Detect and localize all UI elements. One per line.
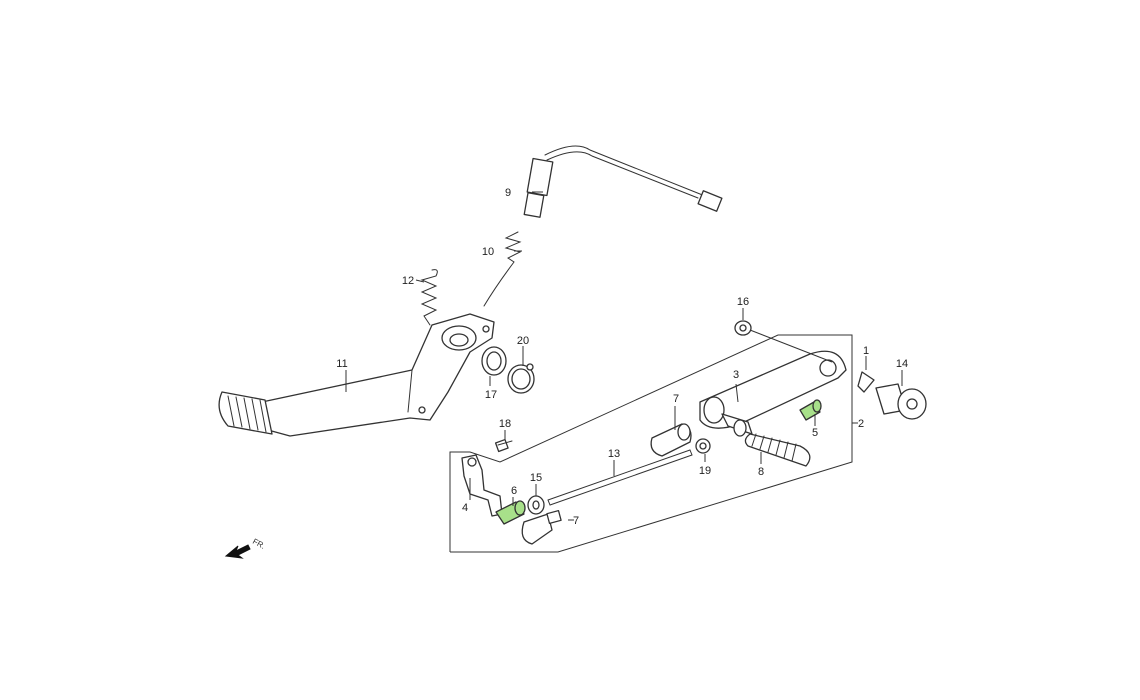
assembly-outline (449, 334, 853, 553)
collar-5[interactable] (799, 399, 822, 421)
callout-3: 3 (733, 369, 739, 381)
callout-9: 9 (505, 187, 511, 199)
washer-17[interactable] (481, 346, 507, 376)
callout-12: 12 (402, 275, 414, 287)
callout-16: 16 (737, 296, 749, 308)
callouts: 1 2 3 4 5 6 7 7 8 9 10 11 12 13 14 15 16… (336, 187, 908, 527)
callout-7b: 7 (573, 515, 579, 527)
callout-14: 14 (896, 358, 908, 370)
callout-18: 18 (499, 418, 511, 430)
shift-rubber[interactable] (744, 433, 811, 467)
front-arrow-icon (224, 544, 251, 559)
shift-pedal[interactable] (699, 350, 847, 437)
callout-4: 4 (462, 502, 468, 514)
collar-6[interactable] (495, 500, 526, 525)
nut-19[interactable] (695, 438, 711, 454)
callout-10: 10 (482, 246, 494, 258)
brake-pedal[interactable] (261, 313, 495, 437)
front-direction-indicator: FR. (224, 537, 267, 559)
callout-13: 13 (608, 448, 620, 460)
washer-16[interactable] (734, 320, 752, 336)
callout-1: 1 (863, 345, 869, 357)
nut-15[interactable] (527, 495, 545, 515)
callout-20: 20 (517, 335, 529, 347)
clip-20[interactable] (507, 363, 535, 394)
callout-19: 19 (699, 465, 711, 477)
callout-7a: 7 (673, 393, 679, 405)
callout-5: 5 (812, 427, 818, 439)
bolt-14[interactable] (875, 383, 927, 420)
rod-end-lower[interactable] (521, 509, 562, 545)
rod-end-upper[interactable] (650, 423, 692, 457)
callout-11: 11 (336, 358, 347, 370)
callout-17: 17 (485, 389, 497, 401)
clip-1[interactable] (857, 371, 875, 393)
front-label: FR. (251, 537, 267, 551)
switch-spring[interactable] (483, 231, 522, 307)
leader-lines (345, 191, 903, 521)
bolt-18[interactable] (494, 438, 513, 453)
callout-2: 2 (858, 418, 864, 430)
tie-rod[interactable] (547, 449, 693, 506)
brake-switch[interactable] (523, 145, 723, 218)
return-spring[interactable] (420, 269, 438, 326)
brake-pedal-rubber[interactable] (218, 391, 273, 435)
callout-8: 8 (758, 466, 764, 478)
callout-15: 15 (530, 472, 542, 484)
callout-6: 6 (511, 485, 517, 497)
